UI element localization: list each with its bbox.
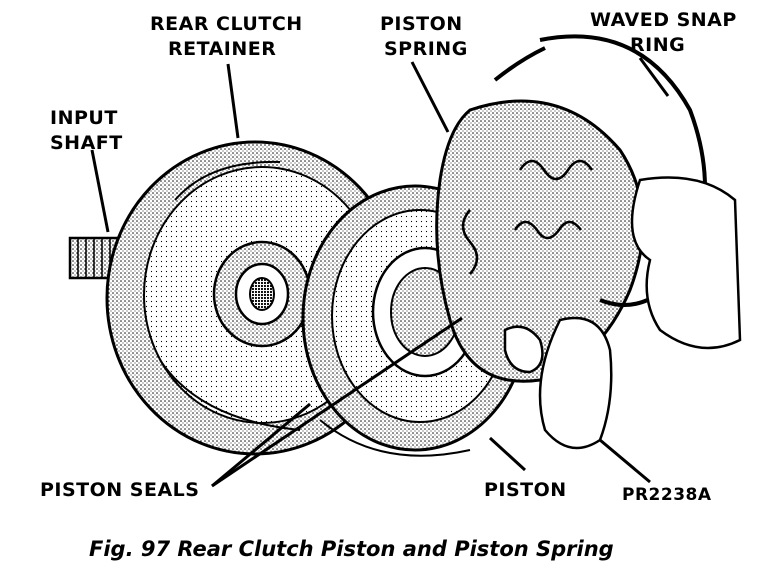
label-rear-clutch-retainer-line1: REAR CLUTCH xyxy=(150,13,303,35)
label-rear-clutch-retainer-line2: RETAINER xyxy=(168,38,276,60)
figure-caption: Fig. 97 Rear Clutch Piston and Piston Sp… xyxy=(89,537,614,561)
figure-code: PR2238A xyxy=(622,485,712,505)
hands-graphic xyxy=(503,176,742,450)
leader-lines xyxy=(90,57,670,488)
label-piston: PISTON xyxy=(484,479,567,501)
label-piston-spring-line2: SPRING xyxy=(384,38,468,60)
label-waved-snap-ring-line1: WAVED SNAP xyxy=(590,9,737,31)
label-piston-seals: PISTON SEALS xyxy=(40,479,199,501)
label-piston-spring-line1: PISTON xyxy=(380,13,463,35)
label-input-shaft-line2: SHAFT xyxy=(50,132,123,154)
label-waved-snap-ring-line2: RING xyxy=(630,34,685,56)
label-input-shaft-line1: INPUT xyxy=(50,107,118,129)
